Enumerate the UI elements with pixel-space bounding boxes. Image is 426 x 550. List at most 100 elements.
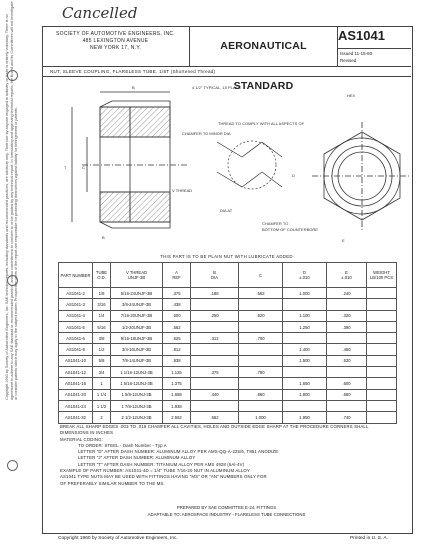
column-header: E±.010 xyxy=(326,262,367,288)
table-cell: 3/4 xyxy=(92,366,111,379)
table-cell: 1 5/16-12UNJ-3B xyxy=(110,377,163,390)
table-cell: .375 xyxy=(162,286,191,300)
table-value: .562 xyxy=(210,414,219,420)
prepared-line: PREPARED BY SAE COMMITTEE E-24, FITTINGS xyxy=(176,505,277,510)
table-cell: 1 7/8-12UNJ-3B xyxy=(110,399,163,413)
table-cell: 1 xyxy=(92,377,111,390)
dimension-label: D xyxy=(292,173,295,178)
table-cell: 3/8-24UNJF-3B xyxy=(110,298,163,311)
table-cell xyxy=(366,377,397,390)
table-value: .312 xyxy=(210,335,219,341)
table-cell: .680 xyxy=(326,388,367,401)
table-value: .188 xyxy=(210,290,219,296)
table-cell: 7/8-14UNJF-3B xyxy=(110,354,163,368)
table-value: .740 xyxy=(342,414,351,420)
header: SOCIETY OF AUTOMOTIVE ENGINEERS, INC. 48… xyxy=(42,26,411,92)
table-cell xyxy=(366,354,397,368)
table-value: 1.400 xyxy=(299,347,310,353)
table-cell: 1 1/16-12UNJ-3B xyxy=(110,366,163,379)
note-line: BREAK ALL SHARP EDGES .003 TO .015 CHAMF… xyxy=(60,424,369,429)
table-cell: .530 xyxy=(326,354,367,368)
table-cell: .740 xyxy=(326,411,367,424)
table-cell xyxy=(366,332,397,345)
table-cell: 1.688 xyxy=(162,388,191,401)
section-view xyxy=(71,91,187,229)
table-cell: .562 xyxy=(238,286,283,300)
table-cell xyxy=(366,298,397,311)
applicable-line: ADAPTABLE TO: AEROSPACE INDUSTRY - FLARE… xyxy=(147,511,306,517)
table-cell: 1.650 xyxy=(282,377,327,390)
table-cell: AS1041-12 xyxy=(58,366,93,379)
column-header: TUBE O.D. xyxy=(92,262,111,288)
society-address: 485 LEXINGTON AVENUE xyxy=(82,38,149,44)
table-cell: 3/4-16UNJF-3B xyxy=(110,343,163,356)
society-name: SOCIETY OF AUTOMOTIVE ENGINEERS, INC. xyxy=(56,31,175,37)
table-cell: .240 xyxy=(326,286,367,300)
drawing-note: BOTTOM OF COUNTERBORE xyxy=(262,227,318,232)
dimension-label: C xyxy=(82,165,85,170)
table-cell: .320 xyxy=(326,309,367,322)
column-header: D±.010 xyxy=(282,262,327,288)
table-cell: 7/16-20UNJF-3B xyxy=(110,309,163,322)
table-cell: .562 xyxy=(162,320,191,334)
note-line: OF PREFERABLY SIMILAR NUMBER TO THE MS. xyxy=(60,480,165,486)
dimension-label: B xyxy=(102,235,105,240)
nut-drawing: 4 1/2° TYPICAL, 15 PLACE THREAD TO COMPL… xyxy=(64,85,410,243)
table-cell: AS1041-4 xyxy=(58,309,93,322)
table-cell xyxy=(366,366,397,379)
table-cell: AS1041-24 xyxy=(58,399,93,413)
dimension-label: V THREAD xyxy=(172,188,192,193)
table-cell xyxy=(238,343,283,356)
table-value: .530 xyxy=(342,358,351,364)
table-cell: 1.250 xyxy=(282,320,327,334)
table-cell: 1.125 xyxy=(162,366,191,379)
copyright: Copyright 1960 by Society of Automotive … xyxy=(58,536,178,541)
note-line: MATERIAL CODING: xyxy=(60,436,103,442)
table-cell: .625 xyxy=(162,332,191,345)
table-cell xyxy=(190,343,239,356)
thread-detail xyxy=(216,140,283,190)
table-value: .240 xyxy=(342,290,351,296)
table-cell: 1.375 xyxy=(162,377,191,390)
table-cell xyxy=(238,377,283,390)
table-cell xyxy=(238,399,283,413)
table-cell: 1.950 xyxy=(282,411,327,424)
table-value: .562 xyxy=(256,290,265,296)
table-cell xyxy=(326,399,367,413)
table-cell: AS1041-10 xyxy=(58,354,93,368)
dimension-label: T xyxy=(64,165,67,170)
table-value: .375 xyxy=(210,369,219,375)
binder-hole xyxy=(7,275,18,286)
table-cell: .312 xyxy=(190,332,239,345)
end-view xyxy=(312,122,410,232)
table-cell: .812 xyxy=(162,343,191,356)
table-cell xyxy=(238,320,283,334)
table-cell xyxy=(190,354,239,368)
prepared-by: PREPARED BY SAE COMMITTEE E-24, FITTINGS… xyxy=(42,505,411,518)
table-cell xyxy=(326,366,367,379)
table-cell: .860 xyxy=(238,388,283,401)
issued-date: Issued 11-15-60 xyxy=(340,51,373,56)
side-margin xyxy=(1,70,19,475)
cancelled-annotation: Cancelled xyxy=(62,4,138,22)
table-cell: 1.400 xyxy=(282,343,327,356)
table-cell: .188 xyxy=(190,286,239,300)
table-cell xyxy=(366,286,397,300)
table-cell: 5/16-24UNJF-3B xyxy=(110,286,163,300)
note-line: DIMENSIONS IN INCHES xyxy=(60,430,114,436)
notes-section: BREAK ALL SHARP EDGES .003 TO .015 CHAMF… xyxy=(60,424,405,487)
table-value: 1.500 xyxy=(299,358,310,364)
table-value: .250 xyxy=(210,313,219,319)
drawing-note: 4 1/2° TYPICAL, 15 PLACE xyxy=(192,85,241,90)
note-line: EXAMPLE OF PART NUMBER: AS1041-4D = 1/4"… xyxy=(60,468,250,474)
table-cell xyxy=(326,298,367,311)
table-cell: .390 xyxy=(326,320,367,334)
